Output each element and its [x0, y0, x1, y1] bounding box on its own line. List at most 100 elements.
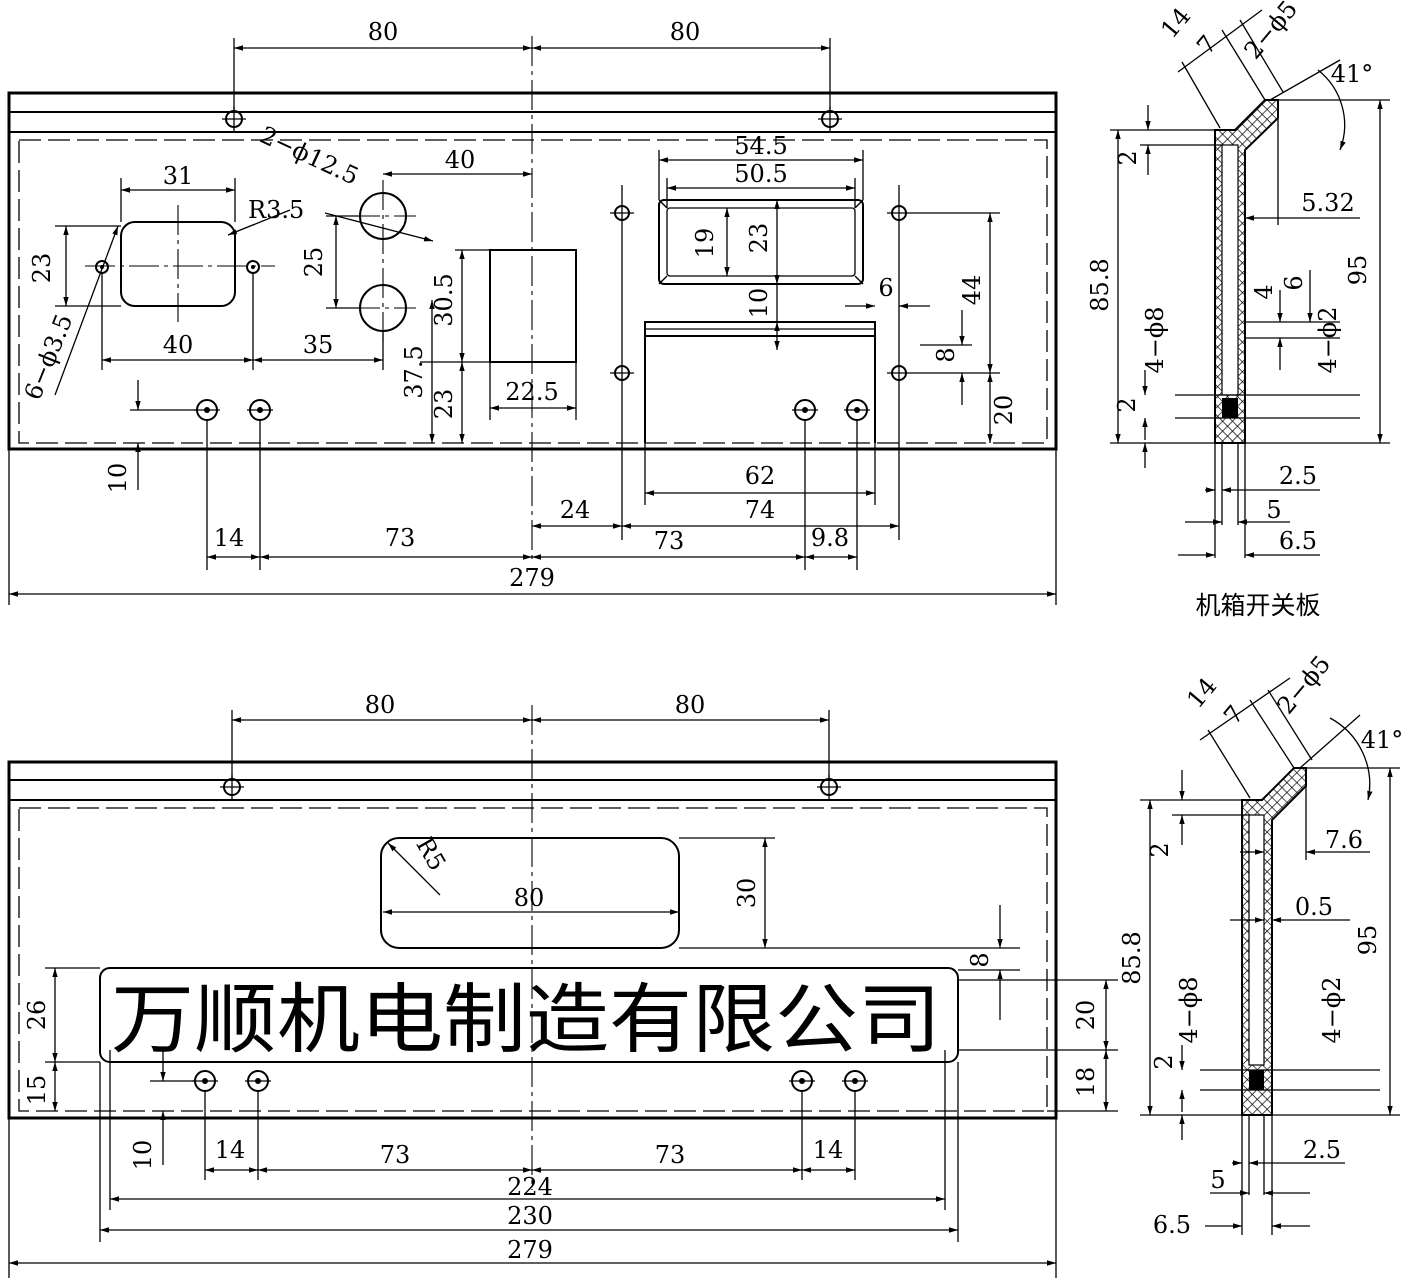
small-hole	[610, 365, 634, 381]
display-window	[380, 837, 680, 949]
dim-7-6: 7.6	[1325, 826, 1363, 854]
display-cutout	[489, 249, 577, 363]
dim-24: 24	[560, 496, 591, 524]
dim-31: 31	[163, 162, 194, 190]
dim-10: 10	[129, 1140, 157, 1171]
dim-50-5: 50.5	[734, 160, 787, 188]
dim-2-phi5: 2−ϕ5	[1239, 0, 1304, 65]
bottom-panel-view: 80 80 80 R5 30 8 万顺机电制造有限公司 26 15 20 1	[7, 691, 1118, 1278]
dim-10: 10	[745, 288, 773, 319]
dim-14: 14	[214, 524, 245, 552]
dim-85-8: 85.8	[1118, 931, 1146, 984]
dim-7: 7	[1218, 700, 1249, 730]
dim-95: 95	[1344, 255, 1372, 286]
dim-54-5: 54.5	[734, 132, 787, 160]
nameplate-text: 万顺机电制造有限公司	[111, 975, 941, 1064]
dim-41-deg: 41°	[1331, 60, 1374, 88]
mount-hole	[844, 399, 870, 421]
dim-2: 2	[1114, 150, 1142, 165]
dim-2-phi5: 2−ϕ5	[1272, 650, 1337, 719]
small-hole	[610, 185, 634, 540]
top-mount-hole	[817, 775, 841, 799]
small-hole	[95, 260, 109, 274]
dim-r3-5: R3.5	[248, 196, 304, 224]
dim-224: 224	[507, 1173, 553, 1201]
caption-switch-panel: 机箱开关板	[1195, 591, 1320, 620]
nameplate	[99, 967, 959, 1063]
dim-230: 230	[507, 1202, 553, 1230]
dim-4-phi2: 4−ϕ2	[1314, 306, 1342, 373]
dim-4: 4	[1250, 284, 1278, 299]
dim-2: 2	[1113, 397, 1141, 412]
dim-2: 2	[1146, 842, 1174, 857]
dim-23: 23	[430, 389, 458, 420]
dim-95: 95	[1354, 925, 1382, 956]
dim-0-5: 0.5	[1295, 893, 1333, 921]
mount-hole	[792, 399, 818, 421]
dim-37-5: 37.5	[400, 345, 428, 398]
dim-5: 5	[1266, 496, 1281, 524]
mount-hole	[789, 1070, 815, 1092]
dim-2-5: 2.5	[1303, 1136, 1341, 1164]
dim-19: 19	[691, 228, 719, 259]
dim-14: 14	[1155, 2, 1196, 43]
top-mount-hole	[222, 107, 246, 131]
dim-2-5: 2.5	[1279, 462, 1317, 490]
top-panel-hidden-edge	[18, 139, 1048, 444]
dim-6: 6	[1280, 275, 1308, 290]
dim-74: 74	[745, 496, 776, 524]
dim-73: 73	[380, 1141, 411, 1169]
dim-40: 40	[445, 146, 476, 174]
dim-279: 279	[507, 1236, 553, 1264]
small-hole	[887, 185, 1000, 540]
bottom-side-view: 85.8 95 2 7.6 0.5 4−ϕ8 4−ϕ2 2 41° 14	[1118, 650, 1403, 1239]
dim-85-8: 85.8	[1086, 258, 1114, 311]
dim-15: 15	[23, 1075, 51, 1106]
dim-22-5: 22.5	[505, 378, 558, 406]
dim-73: 73	[654, 527, 685, 555]
switch-window	[658, 199, 864, 285]
dim-73: 73	[655, 1141, 686, 1169]
dim-25: 25	[300, 247, 328, 278]
dim-44: 44	[958, 275, 986, 306]
dim-4-phi8: 4−ϕ8	[1175, 976, 1203, 1043]
dim-6-5: 6.5	[1153, 1211, 1191, 1239]
dim-8: 8	[932, 347, 960, 362]
dim-80: 80	[368, 18, 399, 46]
dim-4-phi2: 4−ϕ2	[1318, 976, 1346, 1043]
dim-62: 62	[745, 462, 776, 490]
dim-6: 6	[878, 274, 893, 302]
dim-80: 80	[675, 691, 706, 719]
mount-hole	[247, 399, 273, 421]
small-hole	[887, 365, 1000, 381]
dim-14: 14	[813, 1136, 844, 1164]
top-side-view: 85.8 95 2 5.32 4 6 4−ϕ2 4−ϕ8 2 41°	[1086, 0, 1390, 620]
dim-9-8: 9.8	[811, 524, 849, 552]
dim-41-deg: 41°	[1361, 726, 1404, 754]
bottom-panel-hidden-edge	[18, 807, 1048, 1112]
dim-73: 73	[385, 524, 416, 552]
dim-80: 80	[670, 18, 701, 46]
dim-26: 26	[23, 1000, 51, 1031]
small-hole	[246, 260, 260, 274]
dim-10: 10	[104, 463, 132, 494]
dim-6-5: 6.5	[1279, 527, 1317, 555]
dim-20: 20	[1072, 1000, 1100, 1031]
dim-4-phi8: 4−ϕ8	[1141, 306, 1169, 373]
dim-35: 35	[303, 331, 334, 359]
mount-hole	[245, 1070, 271, 1092]
dim-80: 80	[365, 691, 396, 719]
dim-40: 40	[163, 331, 194, 359]
dim-30-5: 30.5	[430, 273, 458, 326]
mount-hole	[194, 399, 220, 421]
top-mount-hole	[220, 775, 244, 799]
dim-80: 80	[514, 884, 545, 912]
top-panel-view: 80 80 31 R3.5 23 6−ϕ3.5 40 35	[7, 18, 1058, 605]
dim-20: 20	[990, 395, 1018, 426]
dim-2: 2	[1150, 1054, 1178, 1069]
dim-23: 23	[745, 223, 773, 254]
dim-279: 279	[509, 564, 555, 592]
dim-14: 14	[1181, 672, 1222, 713]
dim-14: 14	[215, 1136, 246, 1164]
